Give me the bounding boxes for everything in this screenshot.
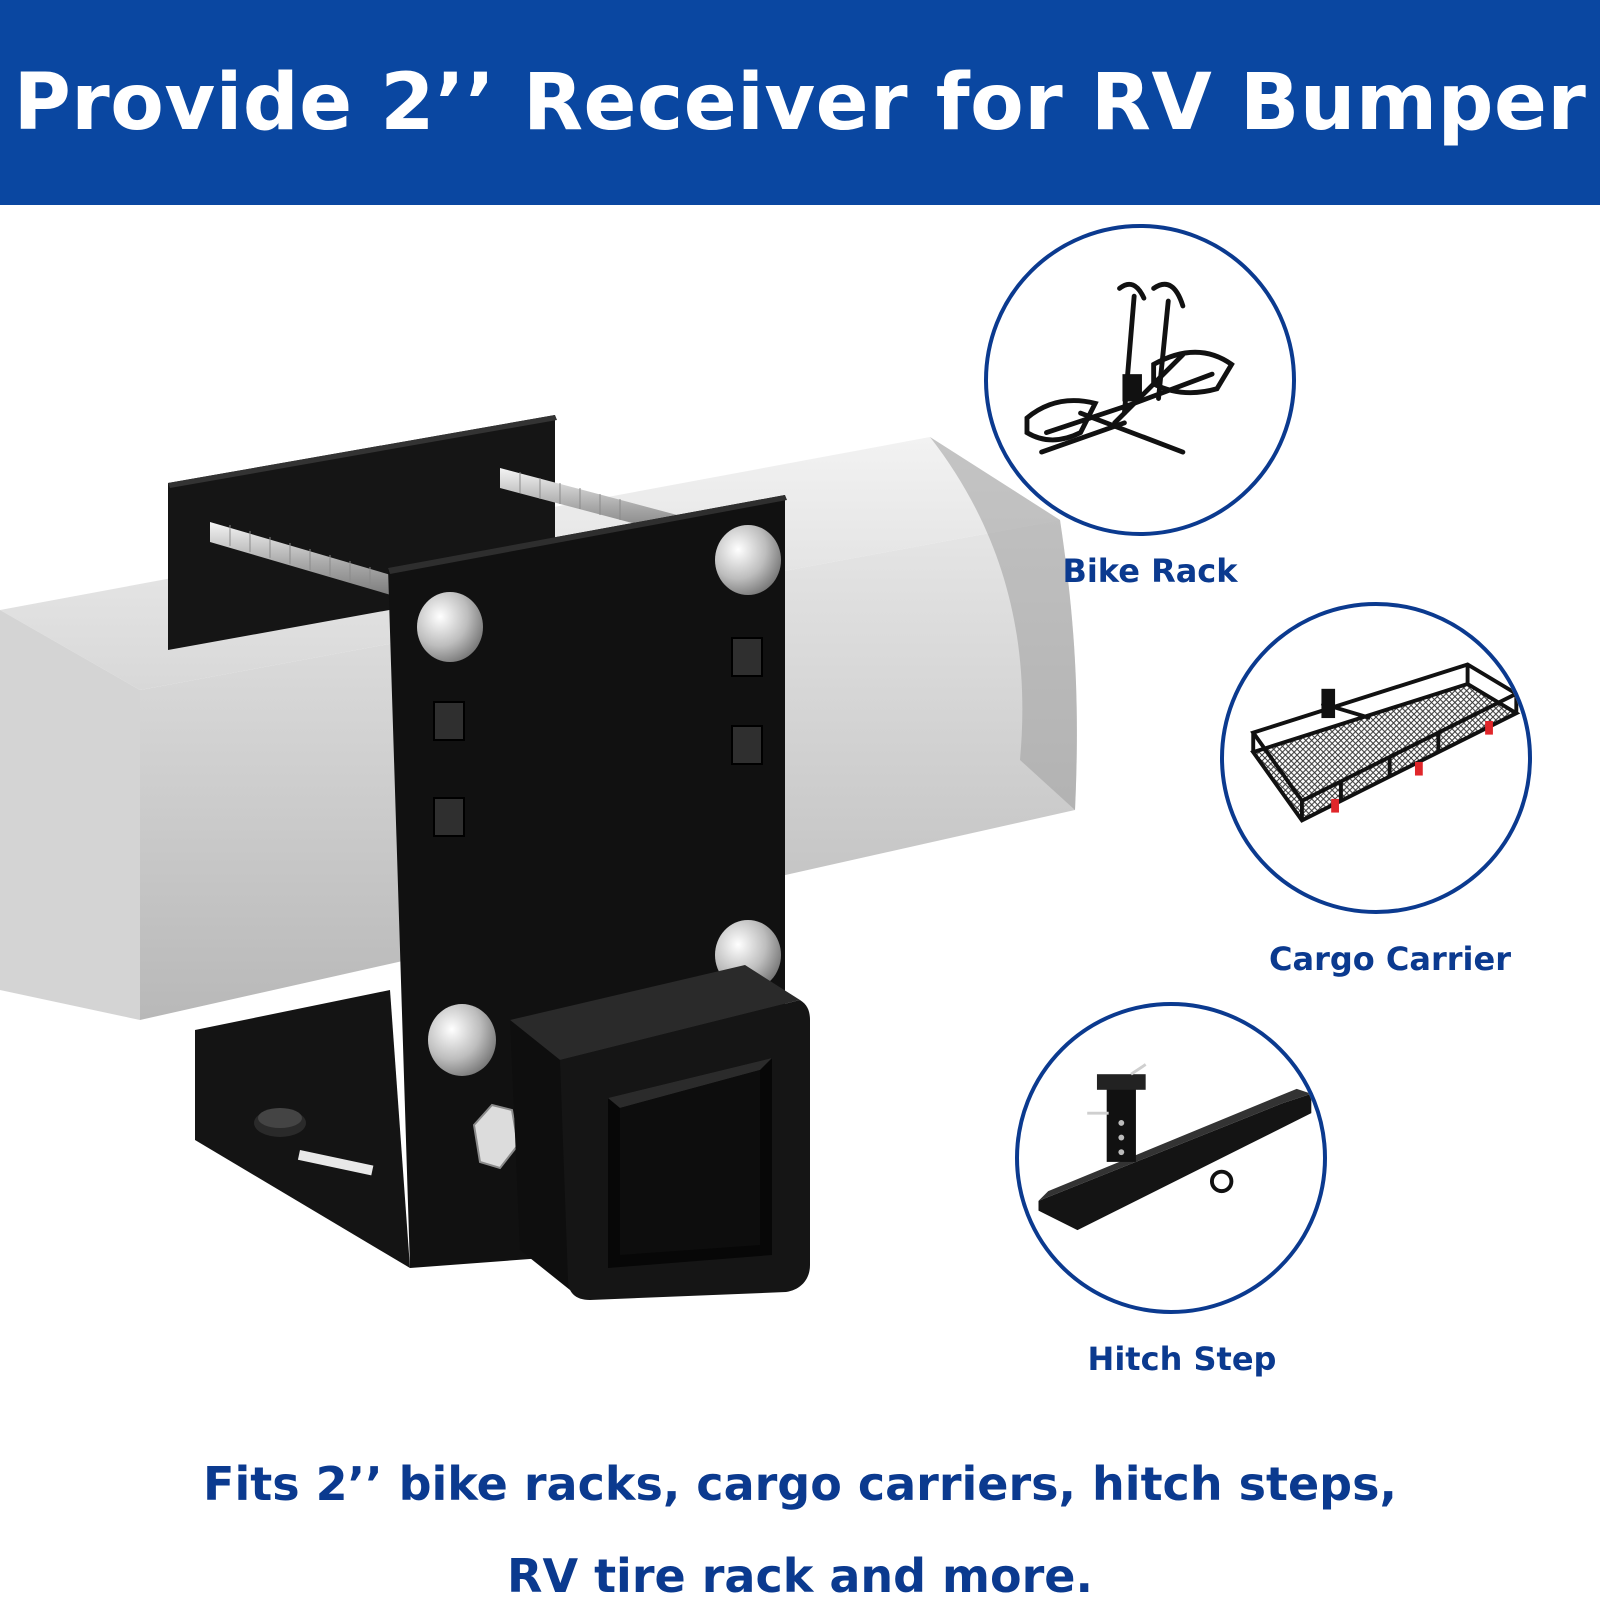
accessory-label-hitch-step: Hitch Step	[1087, 1340, 1277, 1378]
cargo-carrier-icon	[1250, 662, 1521, 823]
receiver-tube	[510, 965, 810, 1300]
footer-line-1: Fits 2’’ bike racks, cargo carriers, hit…	[203, 1457, 1397, 1511]
hitch-step-circle	[1015, 1002, 1327, 1314]
accessory-label-cargo-carrier: Cargo Carrier	[1269, 940, 1511, 978]
bike-rack-circle	[984, 224, 1296, 536]
footer-line-2: RV tire rack and more.	[507, 1549, 1093, 1603]
receiver-product-image	[0, 415, 1077, 1300]
header-banner: Provide 2’’ Receiver for RV Bumper	[0, 0, 1600, 205]
hitch-step-icon	[1038, 1063, 1312, 1231]
footer-caption: Fits 2’’ bike racks, cargo carriers, hit…	[0, 1438, 1600, 1622]
page-title: Provide 2’’ Receiver for RV Bumper	[13, 57, 1587, 148]
accessory-label-bike-rack: Bike Rack	[1062, 552, 1238, 590]
cargo-carrier-circle	[1220, 602, 1532, 914]
bike-rack-icon	[1024, 281, 1235, 455]
lower-bracket	[195, 990, 410, 1268]
